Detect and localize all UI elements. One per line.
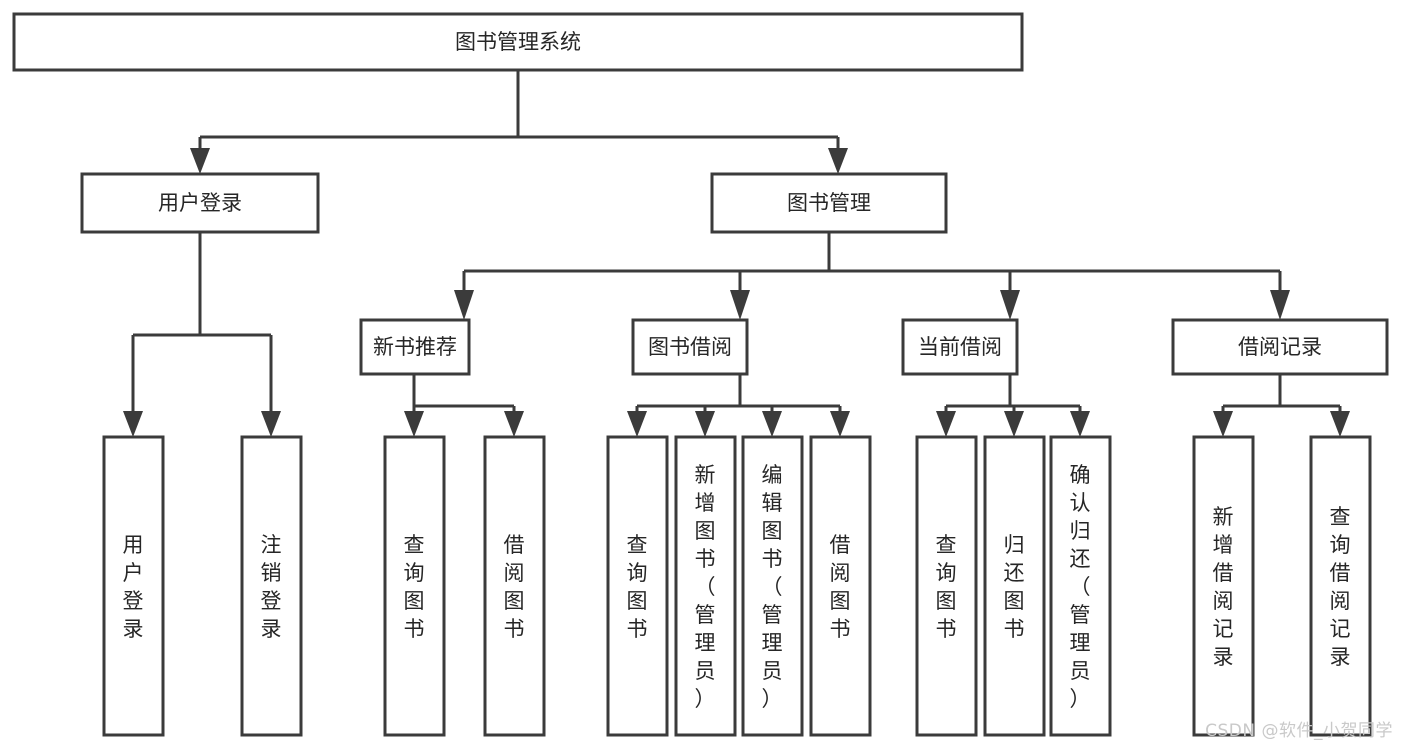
- leaf-node-borrow-book-recommend-label: 借阅图书: [504, 533, 525, 641]
- arrow-to-book-management: [828, 148, 848, 174]
- connector-layer: [123, 70, 1350, 437]
- node-book-borrow[interactable]: 图书借阅: [631, 318, 749, 376]
- leaf-node-return-book-box[interactable]: [983, 435, 1046, 737]
- node-current-borrow-label: 当前借阅: [918, 335, 1002, 359]
- leaf-node-borrow-book-label: 借阅图书: [830, 533, 851, 641]
- node-borrow-record-box[interactable]: [1171, 318, 1389, 376]
- leaf-node-query-book-borrow-box[interactable]: [606, 435, 669, 737]
- leaf-node-query-book-current-label: 查询图书: [936, 533, 957, 641]
- node-book-management[interactable]: 图书管理: [710, 172, 948, 234]
- node-book-management-box[interactable]: [710, 172, 948, 234]
- leaf-node-logout-login[interactable]: 注销登录: [240, 435, 303, 737]
- arrow-to-user-login: [190, 148, 210, 174]
- leaf-node-query-book-borrow[interactable]: 查询图书: [606, 435, 669, 737]
- arrow-to-leaf-logout-login: [261, 411, 281, 437]
- leaf-node-add-book-box[interactable]: [674, 435, 737, 737]
- connector-root-trunk: [198, 70, 840, 157]
- leaf-node-return-book[interactable]: 归还图书: [983, 435, 1046, 737]
- connector-book-borrow-fan: [635, 374, 842, 420]
- node-book-borrow-label: 图书借阅: [648, 335, 732, 359]
- leaf-node-add-borrow-record-label: 新增借阅记录: [1213, 505, 1234, 669]
- leaf-node-query-borrow-record-label: 查询借阅记录: [1330, 505, 1351, 669]
- node-book-management-label: 图书管理: [787, 191, 871, 215]
- leaf-node-query-book-recommend-box[interactable]: [383, 435, 446, 737]
- leaf-node-borrow-book[interactable]: 借阅图书: [809, 435, 872, 737]
- arrow-to-leaf-user-login: [123, 411, 143, 437]
- leaf-node-add-borrow-record[interactable]: 新增借阅记录: [1192, 435, 1255, 737]
- leaf-node-user-login[interactable]: 用户登录: [102, 435, 165, 737]
- node-new-book-recommend-box[interactable]: [359, 318, 471, 376]
- node-borrow-record[interactable]: 借阅记录: [1171, 318, 1389, 376]
- arrow-to-leaf-borrow-book: [830, 411, 850, 437]
- node-current-borrow-box[interactable]: [901, 318, 1019, 376]
- leaf-node-query-borrow-record-box[interactable]: [1309, 435, 1372, 737]
- node-new-book-recommend[interactable]: 新书推荐: [359, 318, 471, 376]
- connector-user-login-fan: [131, 232, 273, 420]
- node-root-label: 图书管理系统: [455, 30, 581, 54]
- node-borrow-record-label: 借阅记录: [1238, 335, 1322, 359]
- node-user-login[interactable]: 用户登录: [80, 172, 320, 234]
- node-root[interactable]: 图书管理系统: [12, 12, 1024, 72]
- node-current-borrow[interactable]: 当前借阅: [901, 318, 1019, 376]
- arrow-to-leaf-query-book-borrow: [627, 411, 647, 437]
- arrow-to-leaf-add-borrow-record: [1213, 411, 1233, 437]
- arrow-to-book-borrow: [730, 290, 750, 320]
- leaf-node-logout-login-box[interactable]: [240, 435, 303, 737]
- node-user-login-label: 用户登录: [158, 191, 242, 215]
- leaf-node-add-borrow-record-box[interactable]: [1192, 435, 1255, 737]
- leaf-node-query-book-current[interactable]: 查询图书: [915, 435, 978, 737]
- arrow-to-leaf-query-borrow-record: [1330, 411, 1350, 437]
- leaf-node-query-borrow-record[interactable]: 查询借阅记录: [1309, 435, 1372, 737]
- leaf-node-query-book-recommend[interactable]: 查询图书: [383, 435, 446, 737]
- leaf-node-borrow-book-recommend[interactable]: 借阅图书: [483, 435, 546, 737]
- leaf-node-return-book-label: 归还图书: [1004, 533, 1025, 641]
- leaf-node-edit-book-label: 编辑图书（管理员）: [762, 463, 783, 711]
- connector-borrow-record-fan: [1221, 374, 1342, 420]
- leaf-node-edit-book-box[interactable]: [741, 435, 804, 737]
- arrow-to-current-borrow: [1000, 290, 1020, 320]
- arrow-to-leaf-edit-book: [762, 411, 782, 437]
- leaf-node-borrow-book-box[interactable]: [809, 435, 872, 737]
- leaf-node-logout-login-label: 注销登录: [261, 533, 282, 641]
- leaf-node-user-login-box[interactable]: [102, 435, 165, 737]
- arrow-to-leaf-borrow-book-recommend: [504, 411, 524, 437]
- connector-book-management-fan: [462, 232, 1282, 290]
- leaf-node-confirm-return-label: 确认归还（管理员）: [1070, 463, 1091, 711]
- leaf-node-user-login-label: 用户登录: [123, 533, 144, 641]
- arrow-to-new-book-recommend: [454, 290, 474, 320]
- arrow-to-leaf-query-book-recommend: [404, 411, 424, 437]
- leaf-node-edit-book[interactable]: 编辑图书（管理员）: [741, 435, 804, 737]
- leaf-node-query-book-recommend-label: 查询图书: [404, 533, 425, 641]
- node-new-book-recommend-label: 新书推荐: [373, 335, 457, 359]
- node-root-box[interactable]: [12, 12, 1024, 72]
- arrow-to-leaf-query-book-current: [936, 411, 956, 437]
- leaf-node-confirm-return-box[interactable]: [1049, 435, 1112, 737]
- arrow-to-borrow-record: [1270, 290, 1290, 320]
- arrow-to-leaf-add-book: [695, 411, 715, 437]
- leaf-node-borrow-book-recommend-box[interactable]: [483, 435, 546, 737]
- leaf-node-query-book-current-box[interactable]: [915, 435, 978, 737]
- leaf-node-add-book[interactable]: 新增图书（管理员）: [674, 435, 737, 737]
- arrow-to-leaf-confirm-return: [1070, 411, 1090, 437]
- arrow-to-leaf-return-book: [1004, 411, 1024, 437]
- leaf-node-query-book-borrow-label: 查询图书: [627, 533, 648, 641]
- connector-new-book-recommend-fan: [412, 374, 516, 420]
- leaf-node-add-book-label: 新增图书（管理员）: [695, 463, 716, 711]
- node-user-login-box[interactable]: [80, 172, 320, 234]
- node-book-borrow-box[interactable]: [631, 318, 749, 376]
- leaf-node-confirm-return[interactable]: 确认归还（管理员）: [1049, 435, 1112, 737]
